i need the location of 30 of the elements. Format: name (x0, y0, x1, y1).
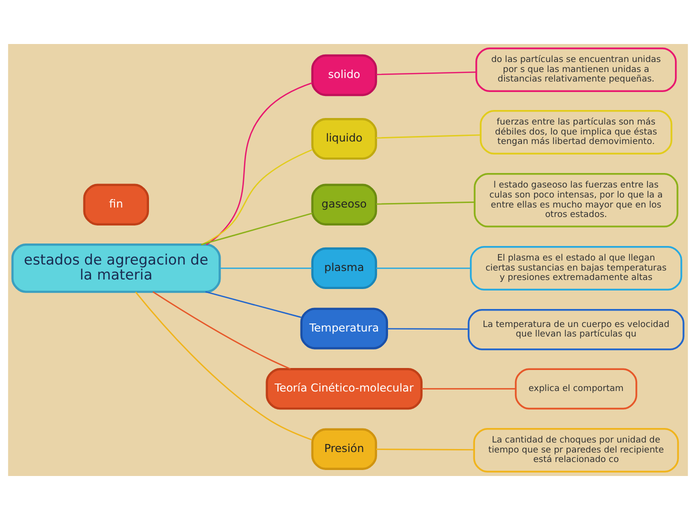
connector (135, 292, 312, 440)
node-box: fin (83, 184, 149, 226)
connector (152, 291, 291, 370)
node-box: Temperatura (300, 308, 388, 350)
connector (376, 268, 470, 269)
connector (202, 149, 313, 246)
node-box: La cantidad de choques por unidad de tiempo que se pr paredes del recipiente está relacionado co (473, 428, 679, 472)
node-box: explica el comportam (514, 368, 638, 410)
node-box: fuerzas entre las partículas son más débiles dos, lo que implica que éstas tengan más libertad demovimiento. (480, 110, 672, 155)
node-box: plasma (311, 247, 378, 290)
connector (422, 388, 516, 390)
node-box: estados de agregacion de la materia (11, 244, 221, 293)
connector (200, 212, 313, 246)
connector (205, 291, 302, 318)
connector (206, 82, 312, 246)
connector (376, 71, 476, 76)
connector (376, 448, 474, 450)
node-box: gaseoso (311, 184, 378, 226)
node-box: El plasma es el estado al que llegan ciertas sustancias en bajas temperaturas y presiones extremadamente altas (470, 246, 682, 290)
node-box: La temperatura de un cuerpo es velocidad que llevan las partículas qu (468, 309, 684, 350)
connector (376, 202, 474, 205)
node-box: solido (311, 54, 378, 96)
connector (220, 268, 312, 269)
node-box: l estado gaseoso las fuerzas entre las culas son poco intensas, por lo que la a entre ellas es mucho mayor que en los otros estados. (474, 173, 678, 228)
node-box: do las partículas se encuentran unidas por s que las mantienen unidas a distancias relativamente pequeñas. (475, 48, 677, 92)
connector (376, 134, 481, 139)
node-box: liquido (311, 118, 378, 160)
connector (387, 328, 469, 330)
node-box: Presión (311, 428, 378, 470)
node-box: Teoría Cinético-molecular (266, 368, 423, 410)
